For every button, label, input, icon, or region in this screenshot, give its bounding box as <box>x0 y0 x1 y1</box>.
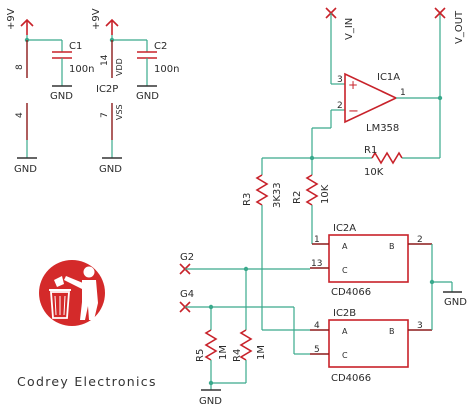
ic2b-pin-3: 3 <box>417 321 423 331</box>
gnd-label-left: GND <box>14 164 37 175</box>
ic2b-label-a: A <box>342 327 348 336</box>
c2-ref: C2 <box>154 41 167 52</box>
r1-ref: R1 <box>364 145 377 156</box>
gate-inputs: G2 G4 R4 1M R5 1M GND <box>179 252 310 407</box>
vin-terminal: V_IN <box>325 7 355 40</box>
ic2a-label-b: B <box>389 242 395 251</box>
ic2b-label-b: B <box>389 327 395 336</box>
ic2p-ref: IC2P <box>96 84 118 95</box>
ic2p-pin-4: 4 <box>15 112 25 118</box>
switch-ic2b: IC2B A B C 4 5 3 CD4066 <box>310 308 432 384</box>
opamp-pin-1: 1 <box>400 88 406 98</box>
ic2a-label-a: A <box>342 242 348 251</box>
switch-output-gnd: GND <box>429 244 467 330</box>
ic2b-body <box>328 319 409 368</box>
ic2b-label-c: C <box>342 351 348 360</box>
ic2p-pin-8: 8 <box>15 64 25 70</box>
r3-ref: R3 <box>242 193 253 206</box>
ic2a-body <box>328 234 409 283</box>
gnd-label-c2: GND <box>136 91 159 102</box>
opamp-minus-sign: − <box>348 104 359 119</box>
ic2a-ref: IC2A <box>333 223 356 234</box>
ic2a-label-c: C <box>342 266 348 275</box>
c1-value: 100n <box>69 64 94 75</box>
ic2p-pin-7: 7 <box>100 112 110 118</box>
ic2b-pin-5: 5 <box>314 345 320 355</box>
opamp-part: LM358 <box>366 123 399 134</box>
gnd-label-bottom: GND <box>199 396 222 407</box>
opamp-plus-sign: + <box>348 78 358 92</box>
c1-ref: C1 <box>69 41 82 52</box>
g4-label: G4 <box>180 289 194 300</box>
vout-label: V_OUT <box>454 10 465 44</box>
resistor-r1 <box>371 151 403 165</box>
brand-name: Codrey Electronics <box>17 374 157 389</box>
ic2a-pin-1: 1 <box>314 235 320 245</box>
r2-value: 10K <box>320 184 331 204</box>
capacitor-c2: C2 100n GND <box>136 40 179 102</box>
vin-label: V_IN <box>344 18 355 40</box>
resistor-r5 <box>204 329 218 361</box>
vcc-symbol-1: +9V <box>6 8 34 35</box>
ic2p-pin-14: 14 <box>100 54 110 66</box>
vcc-label-2: +9V <box>91 8 102 30</box>
r5-ref: R5 <box>195 349 206 362</box>
ic2a-part: CD4066 <box>331 287 371 298</box>
capacitor-c1: C1 100n GND <box>50 40 94 102</box>
vcc-label-1: +9V <box>6 8 17 30</box>
resistor-r4 <box>239 329 253 361</box>
opamp-ic1a <box>344 72 398 124</box>
ic2b-part: CD4066 <box>331 373 371 384</box>
r1-value: 10K <box>364 167 384 178</box>
resistor-ladder: R3 3K33 R2 10K <box>242 158 331 330</box>
recycle-logo-icon <box>39 260 105 326</box>
vcc-symbol-2: +9V <box>91 8 119 35</box>
opamp-pin-3: 3 <box>337 75 343 85</box>
ic2a-pin-2: 2 <box>417 235 423 245</box>
opamp-ref: IC1A <box>377 72 400 83</box>
opamp-section: V_IN + − 3 2 1 IC1A LM358 V_OUT R1 10K <box>262 7 465 178</box>
ic2p-vss-label: VSS <box>115 104 124 120</box>
power-decoupling: +9V 8 4 GND C1 100n GND +9V <box>6 8 179 175</box>
vout-terminal: V_OUT <box>434 7 465 44</box>
resistor-r2 <box>305 174 319 206</box>
r5-value: 1M <box>218 345 229 360</box>
r4-value: 1M <box>256 345 267 360</box>
resistor-r3 <box>255 174 269 206</box>
c2-value: 100n <box>154 64 179 75</box>
r4-ref: R4 <box>232 349 243 362</box>
g2-label: G2 <box>180 252 194 263</box>
gnd-label-right: GND <box>444 297 467 308</box>
r3-value: 3K33 <box>272 182 283 208</box>
ic2a-pin-13: 13 <box>311 259 322 269</box>
ic2b-pin-4: 4 <box>314 321 320 331</box>
gnd-label-c1: GND <box>50 91 73 102</box>
gnd-label-ic2p: GND <box>99 164 122 175</box>
opamp-pin-2: 2 <box>337 101 343 111</box>
ic2b-ref: IC2B <box>333 308 356 319</box>
ic2p-vdd-label: VDD <box>115 58 124 76</box>
switch-ic2a: IC2A A B C 1 13 2 CD4066 <box>310 223 432 298</box>
r2-ref: R2 <box>292 191 303 204</box>
